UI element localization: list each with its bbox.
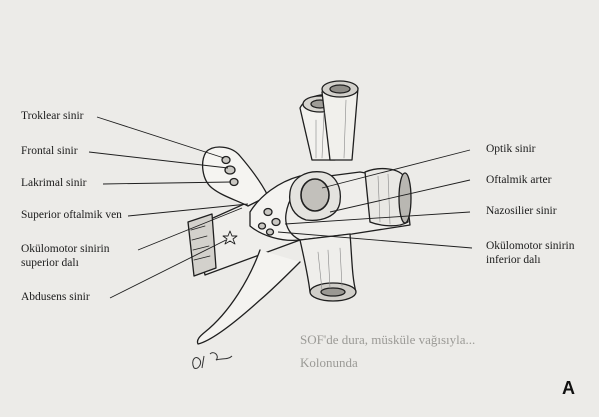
label-okulomotor-inferior-line2: inferior dalı [486, 254, 541, 267]
superior-orbital-fissure [203, 147, 268, 206]
frontal-nerve-dot [225, 166, 235, 174]
label-superior-oftalmik-ven: Superior oftalmik ven [21, 209, 122, 222]
optic-nerve [301, 179, 329, 211]
label-nazosilier-sinir: Nazosilier sinir [486, 205, 557, 218]
label-oftalmik-arter: Oftalmik arter [486, 174, 551, 187]
leader-lines-left [89, 117, 248, 298]
panel-letter: A [562, 378, 575, 399]
oculomotor-inferior-dot [264, 209, 272, 216]
label-abdusens-sinir: Abdusens sinir [21, 291, 90, 304]
label-frontal-sinir: Frontal sinir [21, 145, 78, 158]
label-lakrimal-sinir: Lakrimal sinir [21, 177, 86, 190]
label-okulomotor-superior-line1: Okülomotor sinirin [21, 243, 110, 256]
label-okulomotor-superior-line2: superior dalı [21, 257, 79, 270]
artist-signature [188, 346, 248, 376]
label-troklear-sinir: Troklear sinir [21, 110, 84, 123]
label-okulomotor-inferior-line1: Okülomotor sinirin [486, 240, 575, 253]
label-optik-sinir: Optik sinir [486, 143, 536, 156]
lakrimal-nerve-dot [230, 179, 238, 186]
